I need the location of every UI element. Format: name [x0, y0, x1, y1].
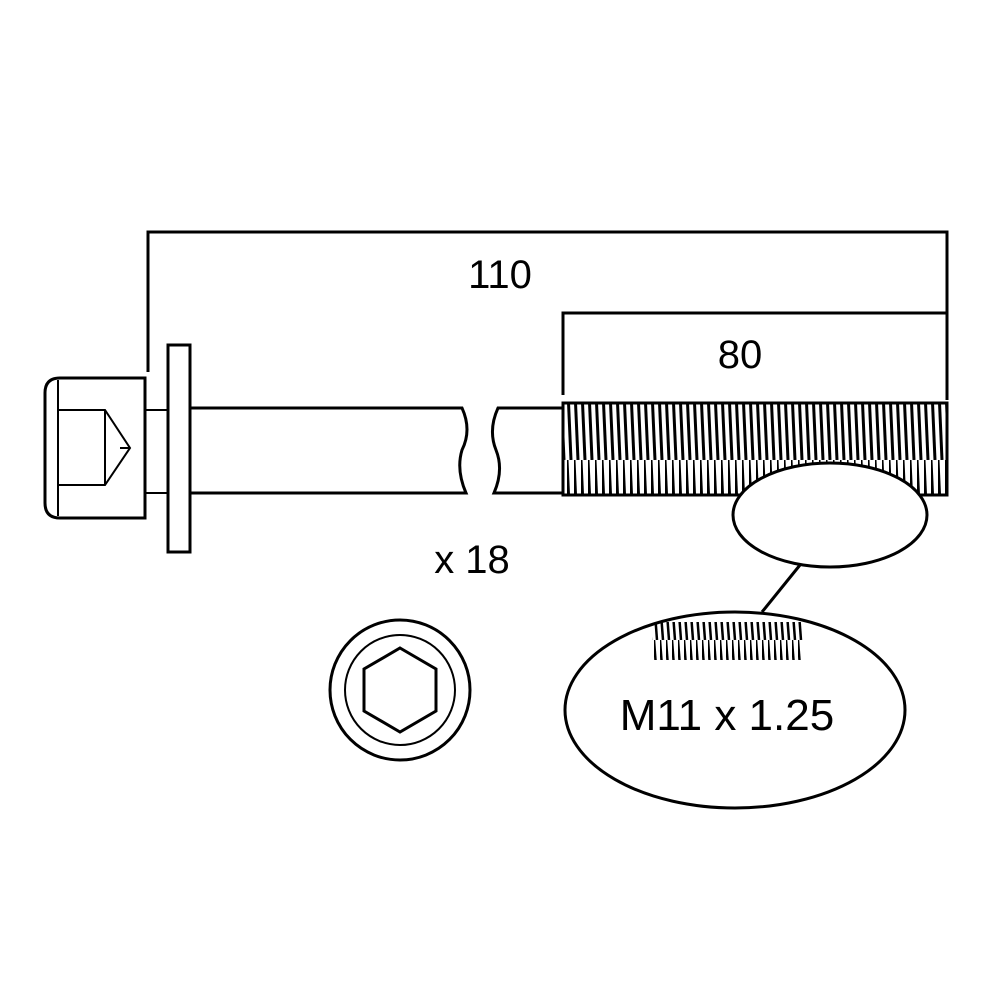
overall-length-dimension-line [146, 230, 949, 400]
bolt-shank [190, 406, 563, 495]
leader-line [760, 564, 802, 613]
bolt-head-end-view [328, 618, 472, 762]
thread-length-dimension-line [561, 311, 947, 395]
quantity-label: x 18 [434, 538, 510, 582]
washer [166, 343, 192, 554]
detail-marker-ellipse [731, 461, 929, 569]
thread-length-label: 80 [718, 333, 763, 377]
thread-detail-callout [563, 610, 907, 810]
thread-detail-sample [652, 622, 803, 660]
thread-spec-label: M11 x 1.25 [620, 691, 834, 740]
overall-length-label: 110 [468, 253, 532, 297]
bolt-head [43, 376, 147, 520]
